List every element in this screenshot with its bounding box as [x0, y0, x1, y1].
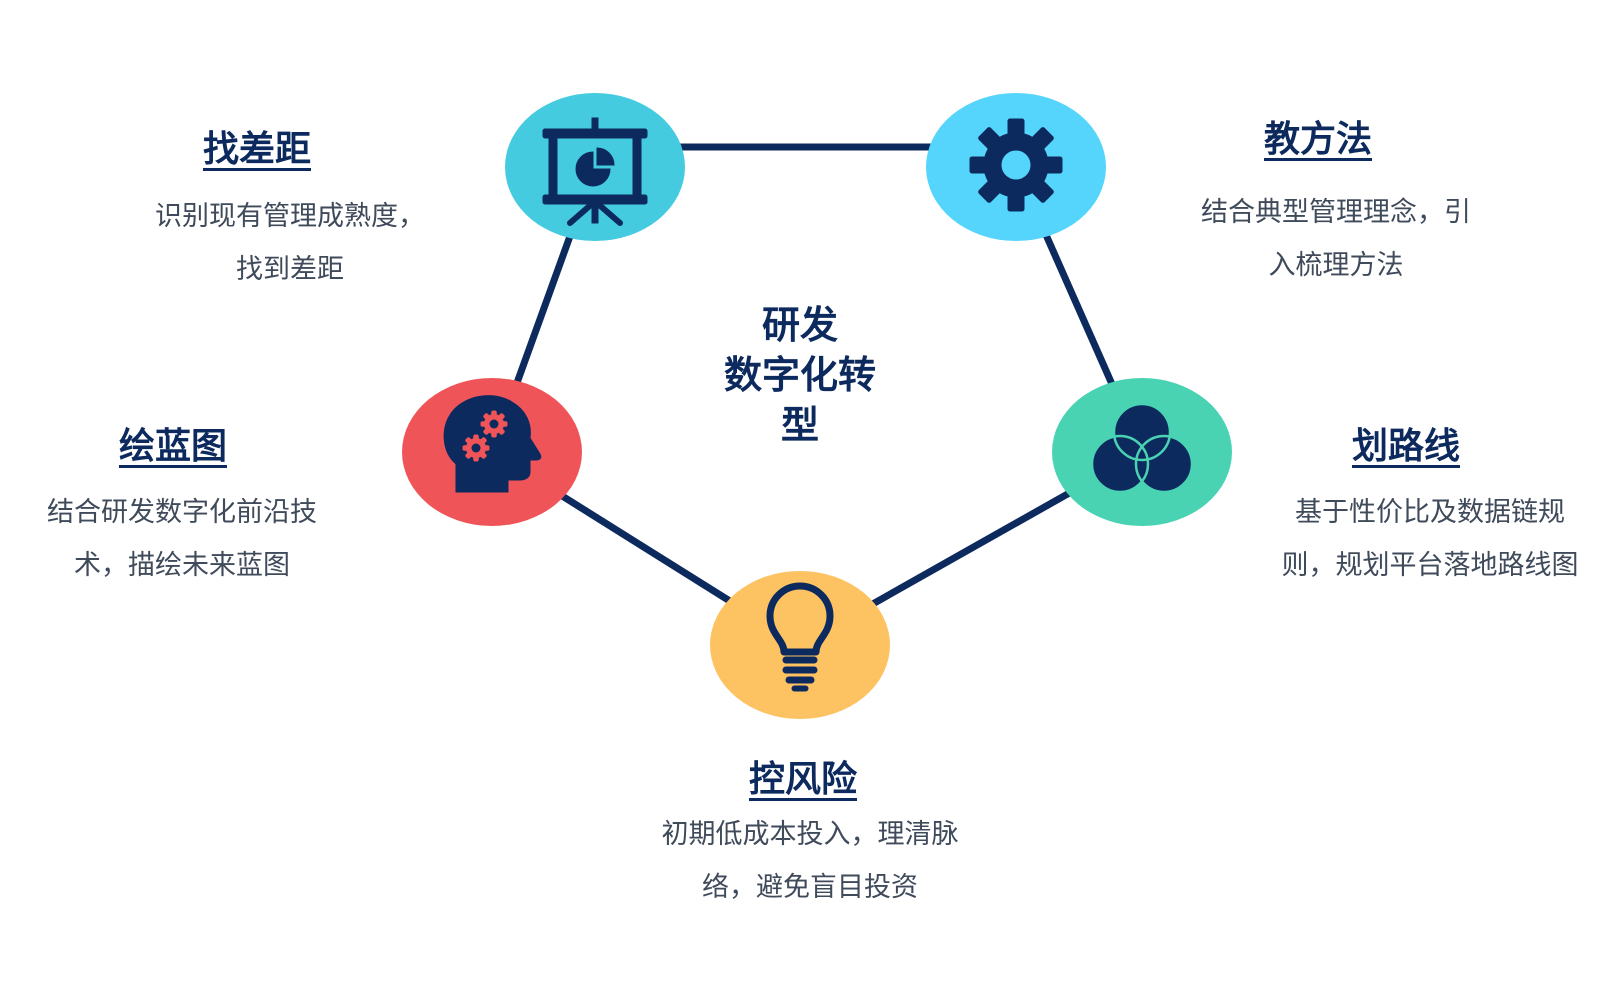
desc-line: 识别现有管理成熟度， — [155, 201, 425, 232]
lightbulb-icon — [766, 582, 834, 692]
node-blueprint — [402, 378, 582, 526]
node-title-route: 划路线 — [1351, 426, 1461, 467]
head-gears-icon — [443, 395, 542, 493]
desc-line: 络，避免盲目投资 — [702, 872, 918, 903]
node-title-blueprint: 绘蓝图 — [118, 426, 228, 467]
desc-line: 则，规划平台落地路线图 — [1281, 550, 1579, 581]
node-title-find-gap: 找差距 — [202, 129, 312, 170]
center-title-line: 型 — [780, 403, 819, 447]
center-title-line: 数字化转 — [723, 353, 876, 397]
node-desc-find-gap: 识别现有管理成熟度， 找到差距 — [155, 190, 425, 296]
desc-line: 入梳理方法 — [1268, 250, 1404, 281]
center-title-line: 研发 — [761, 303, 838, 347]
desc-line: 初期低成本投入，理清脉 — [661, 819, 959, 850]
desc-line: 找到差距 — [236, 254, 344, 285]
node-title-risk: 控风险 — [748, 759, 858, 800]
desc-line: 结合研发数字化前沿技 — [47, 497, 317, 528]
venn-diagram-icon — [1090, 402, 1194, 494]
node-desc-route: 基于性价比及数据链规 则，规划平台落地路线图 — [1282, 486, 1579, 592]
presentation-chart-icon — [542, 117, 648, 226]
desc-line: 结合典型管理理念，引 — [1201, 197, 1471, 228]
node-teach-method — [926, 93, 1106, 241]
node-find-gap — [505, 93, 685, 241]
node-route — [1052, 378, 1232, 526]
node-risk — [710, 571, 890, 719]
node-title-teach-method: 教方法 — [1263, 119, 1373, 160]
node-desc-teach-method: 结合典型管理理念，引 入梳理方法 — [1201, 186, 1471, 292]
gear-icon — [969, 118, 1063, 212]
desc-line: 基于性价比及数据链规 — [1295, 497, 1565, 528]
desc-line: 术，描绘未来蓝图 — [74, 550, 290, 581]
node-desc-blueprint: 结合研发数字化前沿技 术，描绘未来蓝图 — [47, 486, 317, 592]
node-circle-risk — [710, 571, 890, 719]
center-title: 研发 数字化转 型 — [680, 300, 920, 450]
node-desc-risk: 初期低成本投入，理清脉 络，避免盲目投资 — [662, 808, 959, 914]
